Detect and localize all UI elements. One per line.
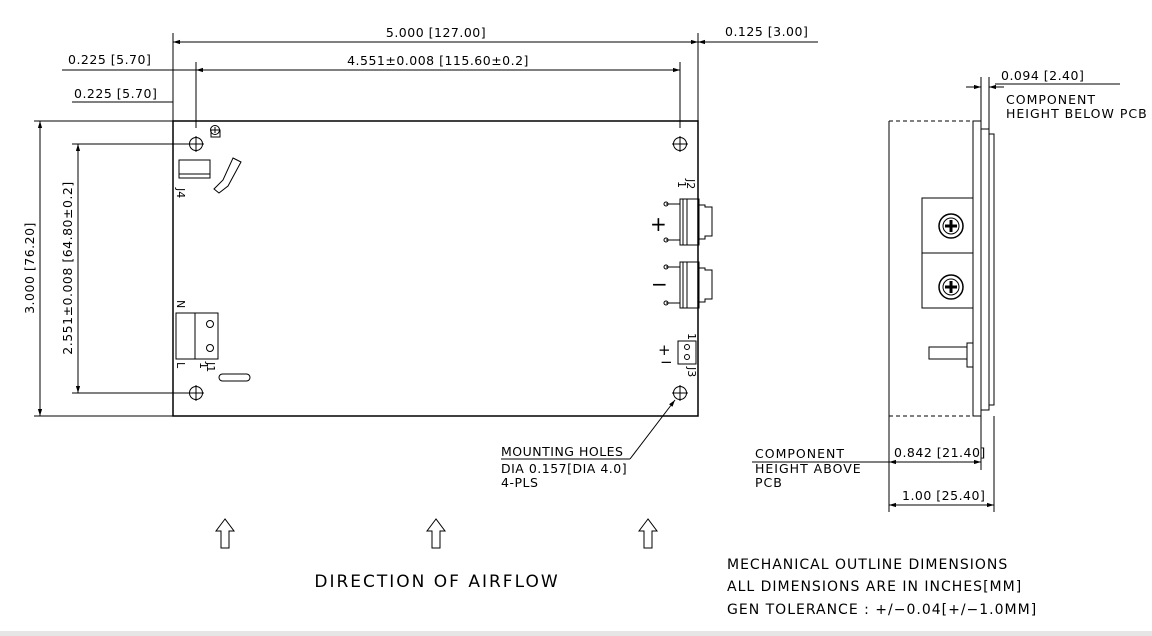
label-l: L (174, 362, 187, 369)
label-j3-plus: + (658, 341, 671, 359)
dim-hole-spacing-x: 4.551±0.008 [115.60±0.2] (347, 53, 529, 68)
label-plus: + (650, 212, 667, 236)
wire-component (213, 157, 242, 194)
connector-j1 (175, 312, 219, 360)
bottom-edge-bar (0, 631, 1152, 636)
screw-terminal-icon (938, 274, 964, 300)
mounting-leader (629, 399, 676, 460)
dim-side-total: 1.00 [25.40] (902, 488, 985, 503)
mounting-hole-bottom-right (672, 385, 688, 401)
dim-left-offset-lower: 0.225 [5.70] (74, 86, 157, 101)
mounting-hole-top-left (188, 136, 204, 152)
side-view: 0.094 [2.40] COMPONENT HEIGHT BELOW PCB … (752, 68, 1148, 512)
dim-left-offset-top: 0.225 [5.70] (68, 52, 151, 67)
label-component-above-2: HEIGHT ABOVE (755, 461, 862, 476)
front-view: 5.000 [127.00] 4.551±0.008 [115.60±0.2] … (22, 24, 818, 490)
label-mounting-1: MOUNTING HOLES (501, 444, 624, 459)
connector-j4 (178, 159, 211, 179)
dim-comp-height-above: 0.842 [21.40] (894, 445, 986, 460)
label-airflow: DIRECTION OF AIRFLOW (314, 572, 559, 592)
ground-symbol-icon (210, 125, 221, 138)
label-component-above-3: PCB (755, 475, 783, 490)
label-j3: J3 (685, 366, 698, 377)
dim-overall-length: 5.000 [127.00] (386, 25, 486, 40)
mounting-hole-bottom-left (188, 385, 204, 401)
fuse-component (218, 373, 251, 382)
side-body-outline (889, 120, 973, 417)
side-connector (928, 346, 968, 360)
pcb-outline (172, 120, 699, 417)
label-n: N (174, 300, 187, 308)
mounting-hole-top-right (672, 136, 688, 152)
label-j1-pin: 1 (197, 362, 210, 369)
note-line-1: MECHANICAL OUTLINE DIMENSIONS (727, 557, 1008, 573)
airflow-arrow-icon (426, 518, 446, 549)
notes-block: MECHANICAL OUTLINE DIMENSIONS ALL DIMENS… (727, 557, 1037, 618)
airflow-arrow-icon (638, 518, 658, 549)
airflow-arrow-icon (215, 518, 235, 549)
note-line-3: GEN TOLERANCE : +/−0.04[+/−1.0MM] (727, 602, 1037, 618)
label-component-above-1: COMPONENT (755, 446, 845, 461)
label-mounting-2: DIA 0.157[DIA 4.0] (501, 461, 627, 476)
dim-hole-spacing-y: 2.551±0.008 [64.80±0.2] (60, 181, 75, 354)
dim-right-offset: 0.125 [3.00] (725, 24, 808, 39)
label-j3-pin: 1 (685, 333, 698, 340)
label-j2: J2 (684, 178, 697, 189)
label-j1: J1 (204, 361, 217, 372)
side-pcb (980, 128, 990, 411)
label-component-below-1: COMPONENT (1006, 92, 1096, 107)
connector-j2 (663, 198, 713, 309)
side-bracket (972, 120, 982, 417)
connector-j3 (677, 340, 697, 365)
label-minus: − (651, 272, 668, 296)
dim-overall-height: 3.000 [76.20] (22, 222, 37, 314)
label-j3-minus: − (660, 353, 673, 371)
label-mounting-3: 4-PLS (501, 475, 538, 490)
label-component-below-2: HEIGHT BELOW PCB (1006, 106, 1148, 121)
label-j2-pin: 1 (675, 181, 688, 188)
airflow-arrows (215, 518, 658, 549)
dim-pcb-thickness: 0.094 [2.40] (1001, 68, 1084, 83)
note-line-2: ALL DIMENSIONS ARE IN INCHES[MM] (727, 579, 1022, 595)
screw-terminal-icon (938, 213, 964, 239)
label-j4: J4 (174, 187, 187, 198)
